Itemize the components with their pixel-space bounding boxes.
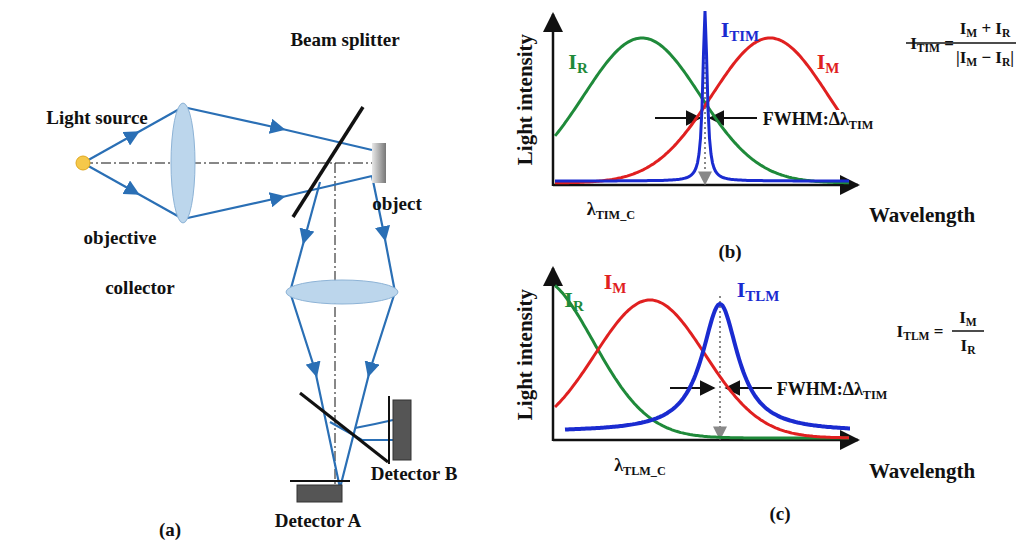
text-label: FWHM:ΔλTIM <box>761 110 876 130</box>
spectrum-curve <box>555 286 849 439</box>
subscript: R <box>1002 56 1010 69</box>
text-label: IR <box>568 50 587 74</box>
text-label: Light intensity <box>514 34 537 165</box>
text-label: IR <box>961 337 976 356</box>
text-label: Wavelength <box>869 460 975 483</box>
subscript: TLM <box>903 330 929 343</box>
subscript: M <box>612 280 626 296</box>
text-label: Detector A <box>275 511 362 532</box>
subscript: TLM <box>745 288 779 304</box>
subscript: TIM <box>917 42 940 55</box>
text-label: IR <box>564 288 583 312</box>
text-label: (a) <box>159 520 181 541</box>
text-label: ITLM = <box>897 323 944 342</box>
text-label: objective <box>84 228 157 249</box>
chart-c-curves <box>555 286 850 439</box>
text-label: Wavelength <box>869 204 975 227</box>
text-label: λTLM_C <box>614 456 666 476</box>
subscript: TIM <box>729 28 759 44</box>
text-label: ITLM <box>737 278 780 302</box>
subscript: TIM <box>863 388 887 402</box>
chart-c-axes <box>553 268 984 441</box>
text-label: FWHM:ΔλTIM <box>775 380 890 400</box>
text-label: (c) <box>769 504 790 525</box>
subscript: M <box>966 56 977 69</box>
spectrum-curve <box>555 300 849 438</box>
text-label: IM <box>959 309 977 328</box>
subscript: TLM_C <box>623 464 666 478</box>
text-label: IM + IR <box>960 20 1011 39</box>
chart-b-axes <box>553 14 1016 186</box>
text-label: IM <box>604 270 627 294</box>
subscript: M <box>966 27 977 40</box>
subscript: R <box>573 298 584 314</box>
spectrum-curve <box>555 11 849 181</box>
fraction-bar <box>952 330 984 332</box>
text-label: IM <box>817 50 840 74</box>
subscript: R <box>967 344 975 357</box>
text-label: Detector B <box>371 464 458 485</box>
text-label: collector <box>105 278 175 299</box>
subscript: R <box>577 60 588 76</box>
subscript: TIM_C <box>596 208 635 222</box>
subscript: M <box>825 60 839 76</box>
spectrum-curve <box>565 304 850 429</box>
text-label: Light source <box>46 108 148 129</box>
subscript: R <box>1002 27 1010 40</box>
text-label: ITIM = <box>910 35 954 54</box>
chart-b-curves <box>555 11 849 183</box>
text-label: λTIM_C <box>587 200 635 220</box>
subscript: TIM <box>849 118 873 132</box>
optical-setup <box>76 103 411 502</box>
text-label: (b) <box>718 242 741 263</box>
text-label: ITIM <box>721 18 759 42</box>
subscript: M <box>966 316 977 329</box>
text-label: Light intensity <box>514 289 537 420</box>
text-label: object <box>372 194 422 215</box>
text-label: |IM − IR| <box>956 49 1014 68</box>
text-label: Beam splitter <box>290 30 399 51</box>
